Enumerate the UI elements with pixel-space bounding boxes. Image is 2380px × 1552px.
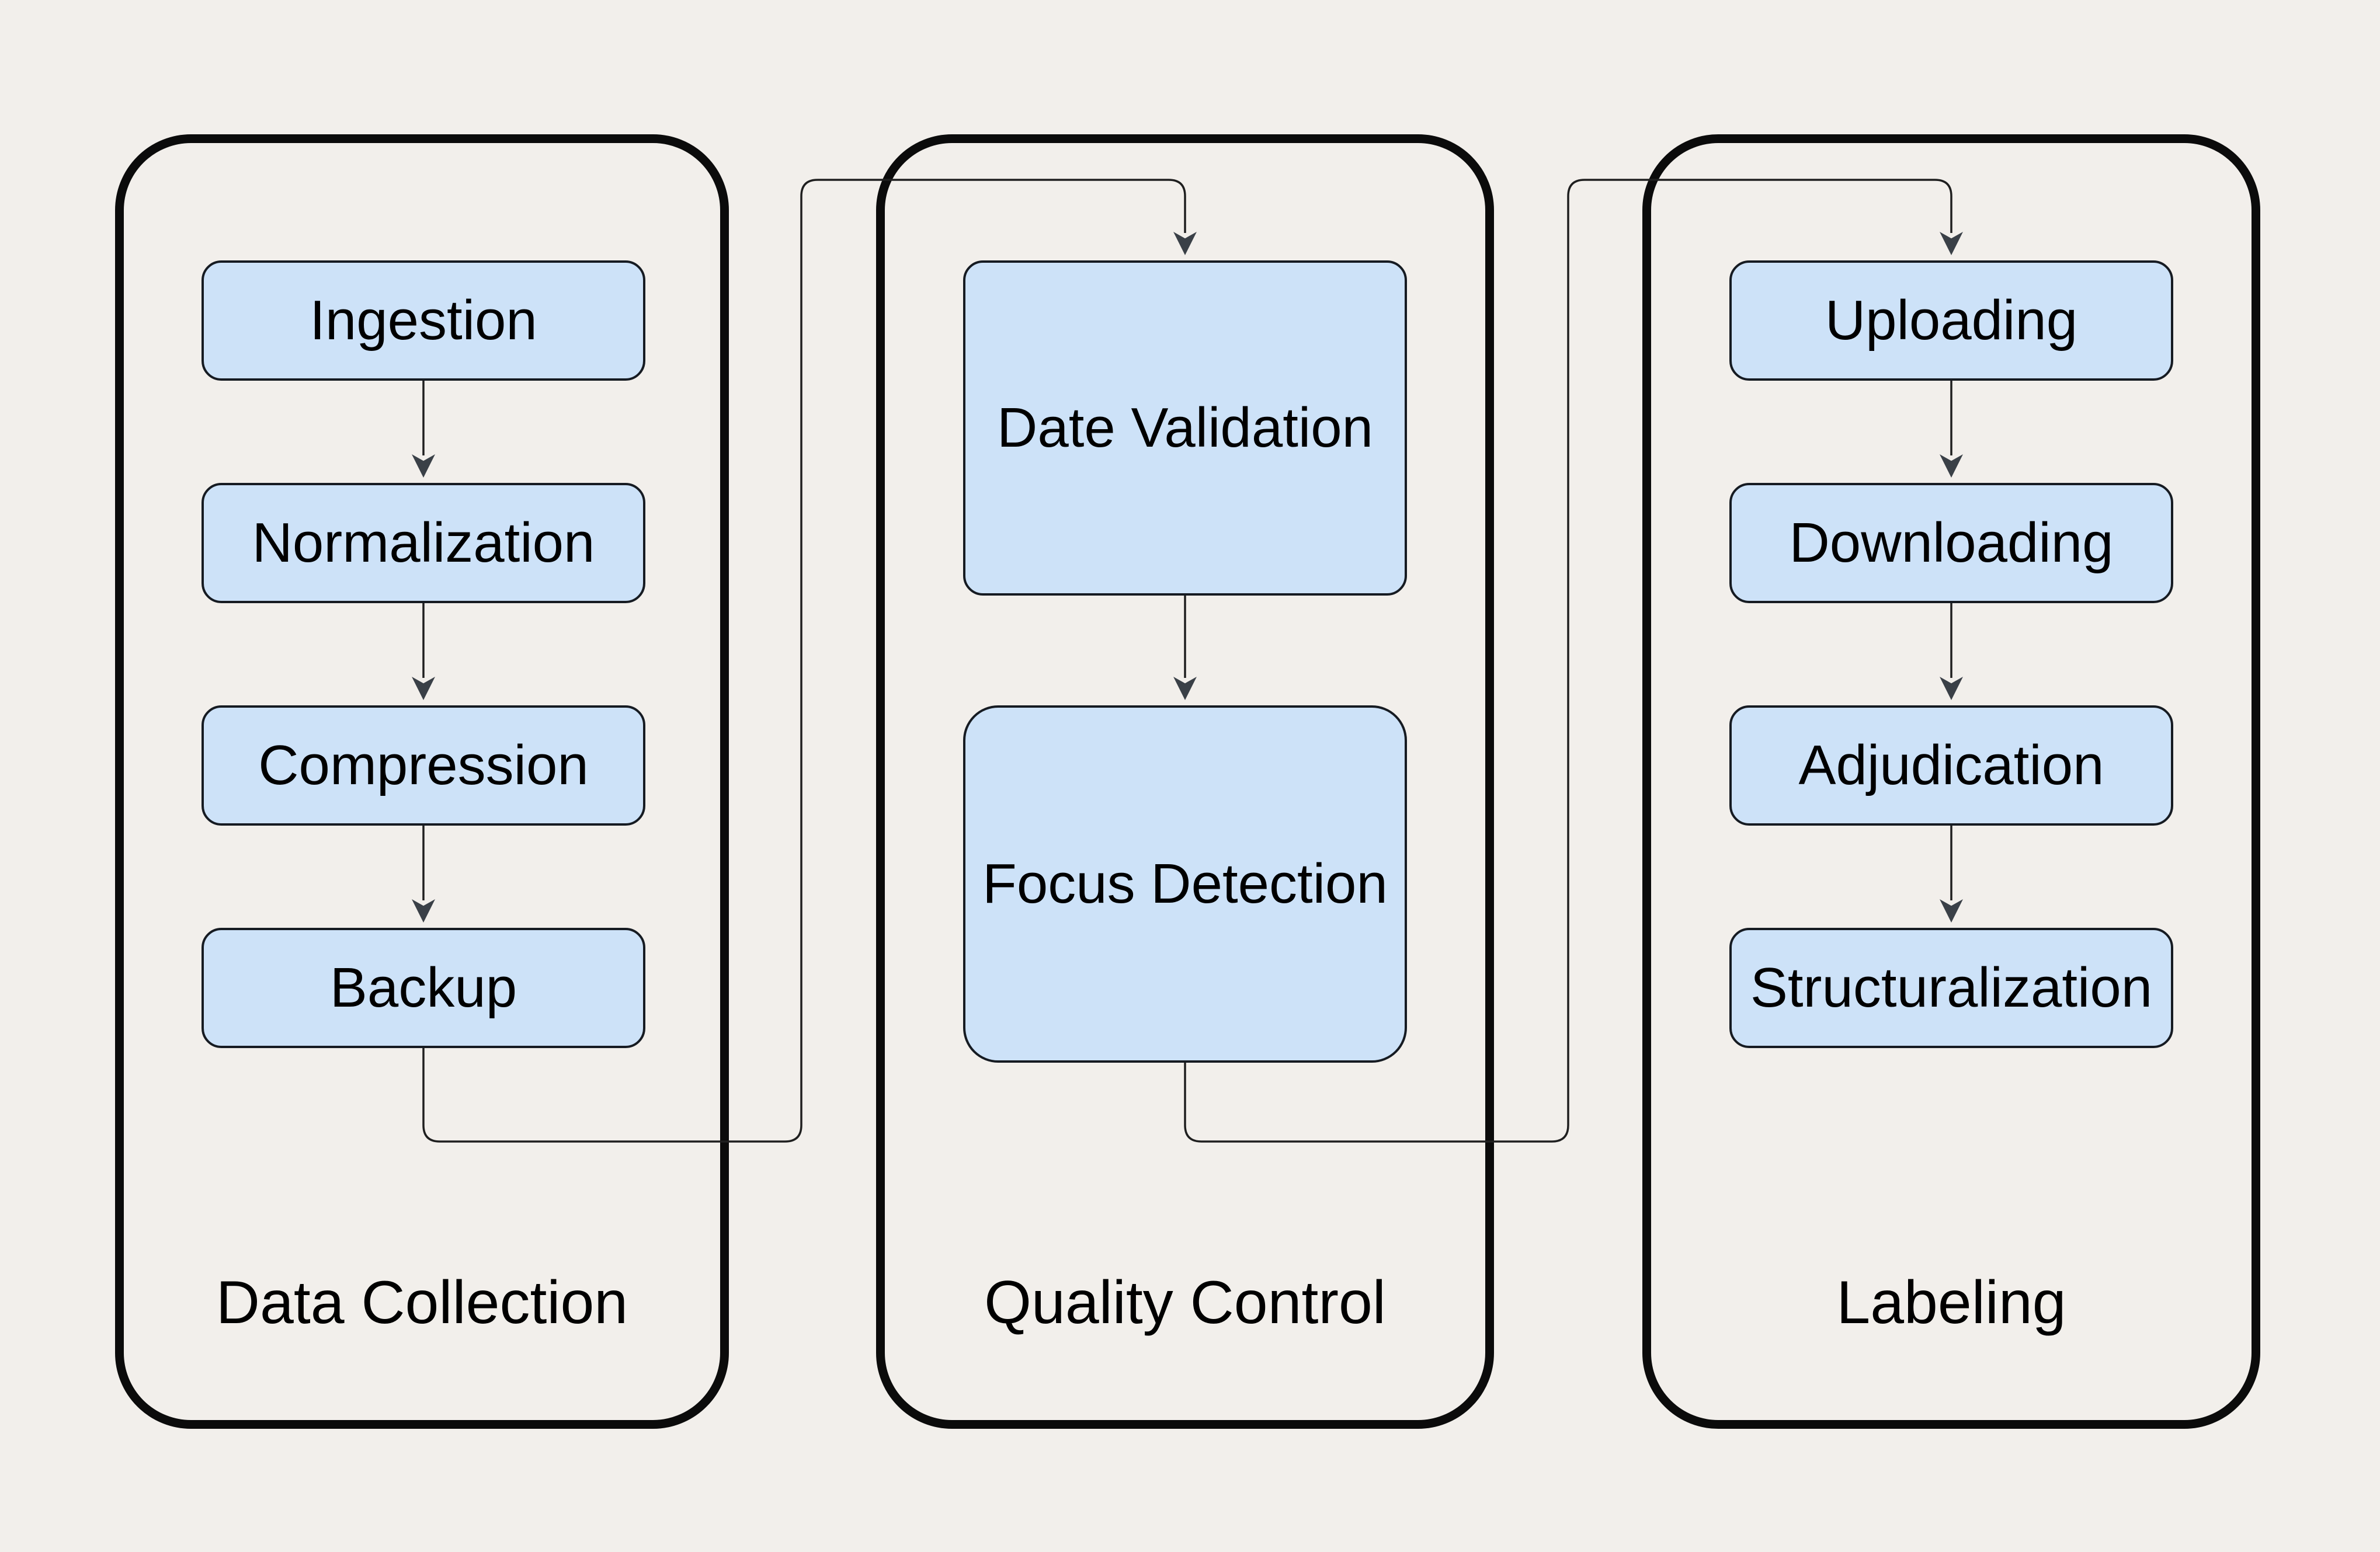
stage-label-data-collection: Data Collection: [216, 1269, 628, 1337]
node-date-validation: Date Validation: [963, 260, 1407, 596]
node-uploading: Uploading: [1729, 260, 2173, 381]
node-backup: Backup: [201, 928, 645, 1048]
node-structuralization: Structuralization: [1729, 928, 2173, 1048]
node-compression: Compression: [201, 705, 645, 826]
node-adjudication: Adjudication: [1729, 705, 2173, 826]
stage-label-labeling: Labeling: [1836, 1269, 2066, 1337]
node-ingestion: Ingestion: [201, 260, 645, 381]
stage-label-quality-control: Quality Control: [984, 1269, 1386, 1337]
node-normalization: Normalization: [201, 483, 645, 603]
node-focus-detection: Focus Detection: [963, 705, 1407, 1063]
node-downloading: Downloading: [1729, 483, 2173, 603]
